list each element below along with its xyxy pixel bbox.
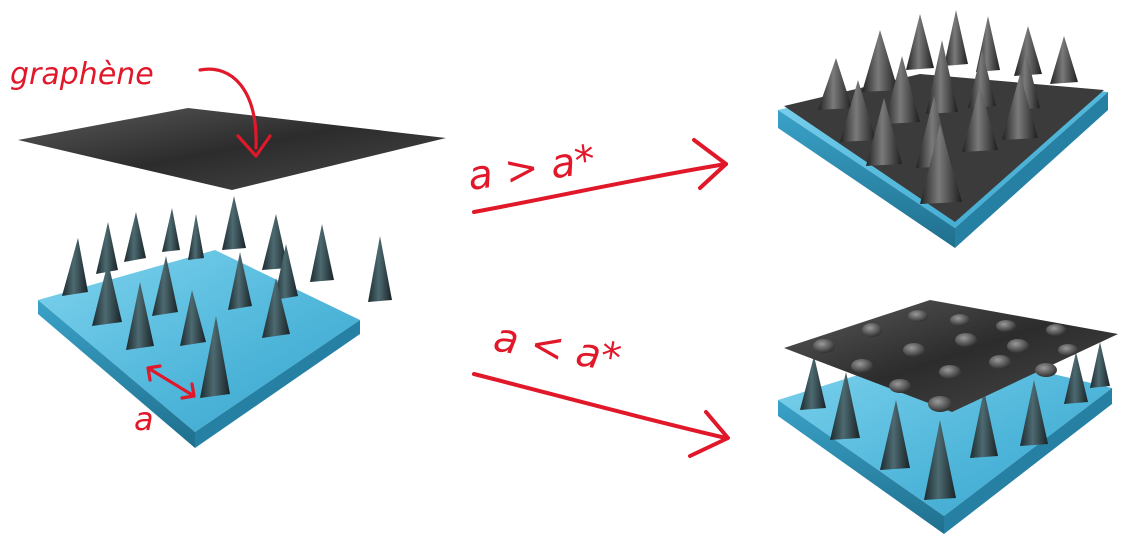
graphene-sheet	[18, 108, 446, 190]
top-right-panel	[778, 10, 1108, 248]
condition-label-bottom: a < a*	[490, 315, 624, 383]
graphene-label: graphène	[10, 57, 154, 92]
left-panel	[18, 108, 446, 448]
spacing-label: a	[134, 400, 154, 438]
bottom-right-panel	[778, 300, 1118, 534]
transition-arrow-bottom	[474, 374, 726, 438]
